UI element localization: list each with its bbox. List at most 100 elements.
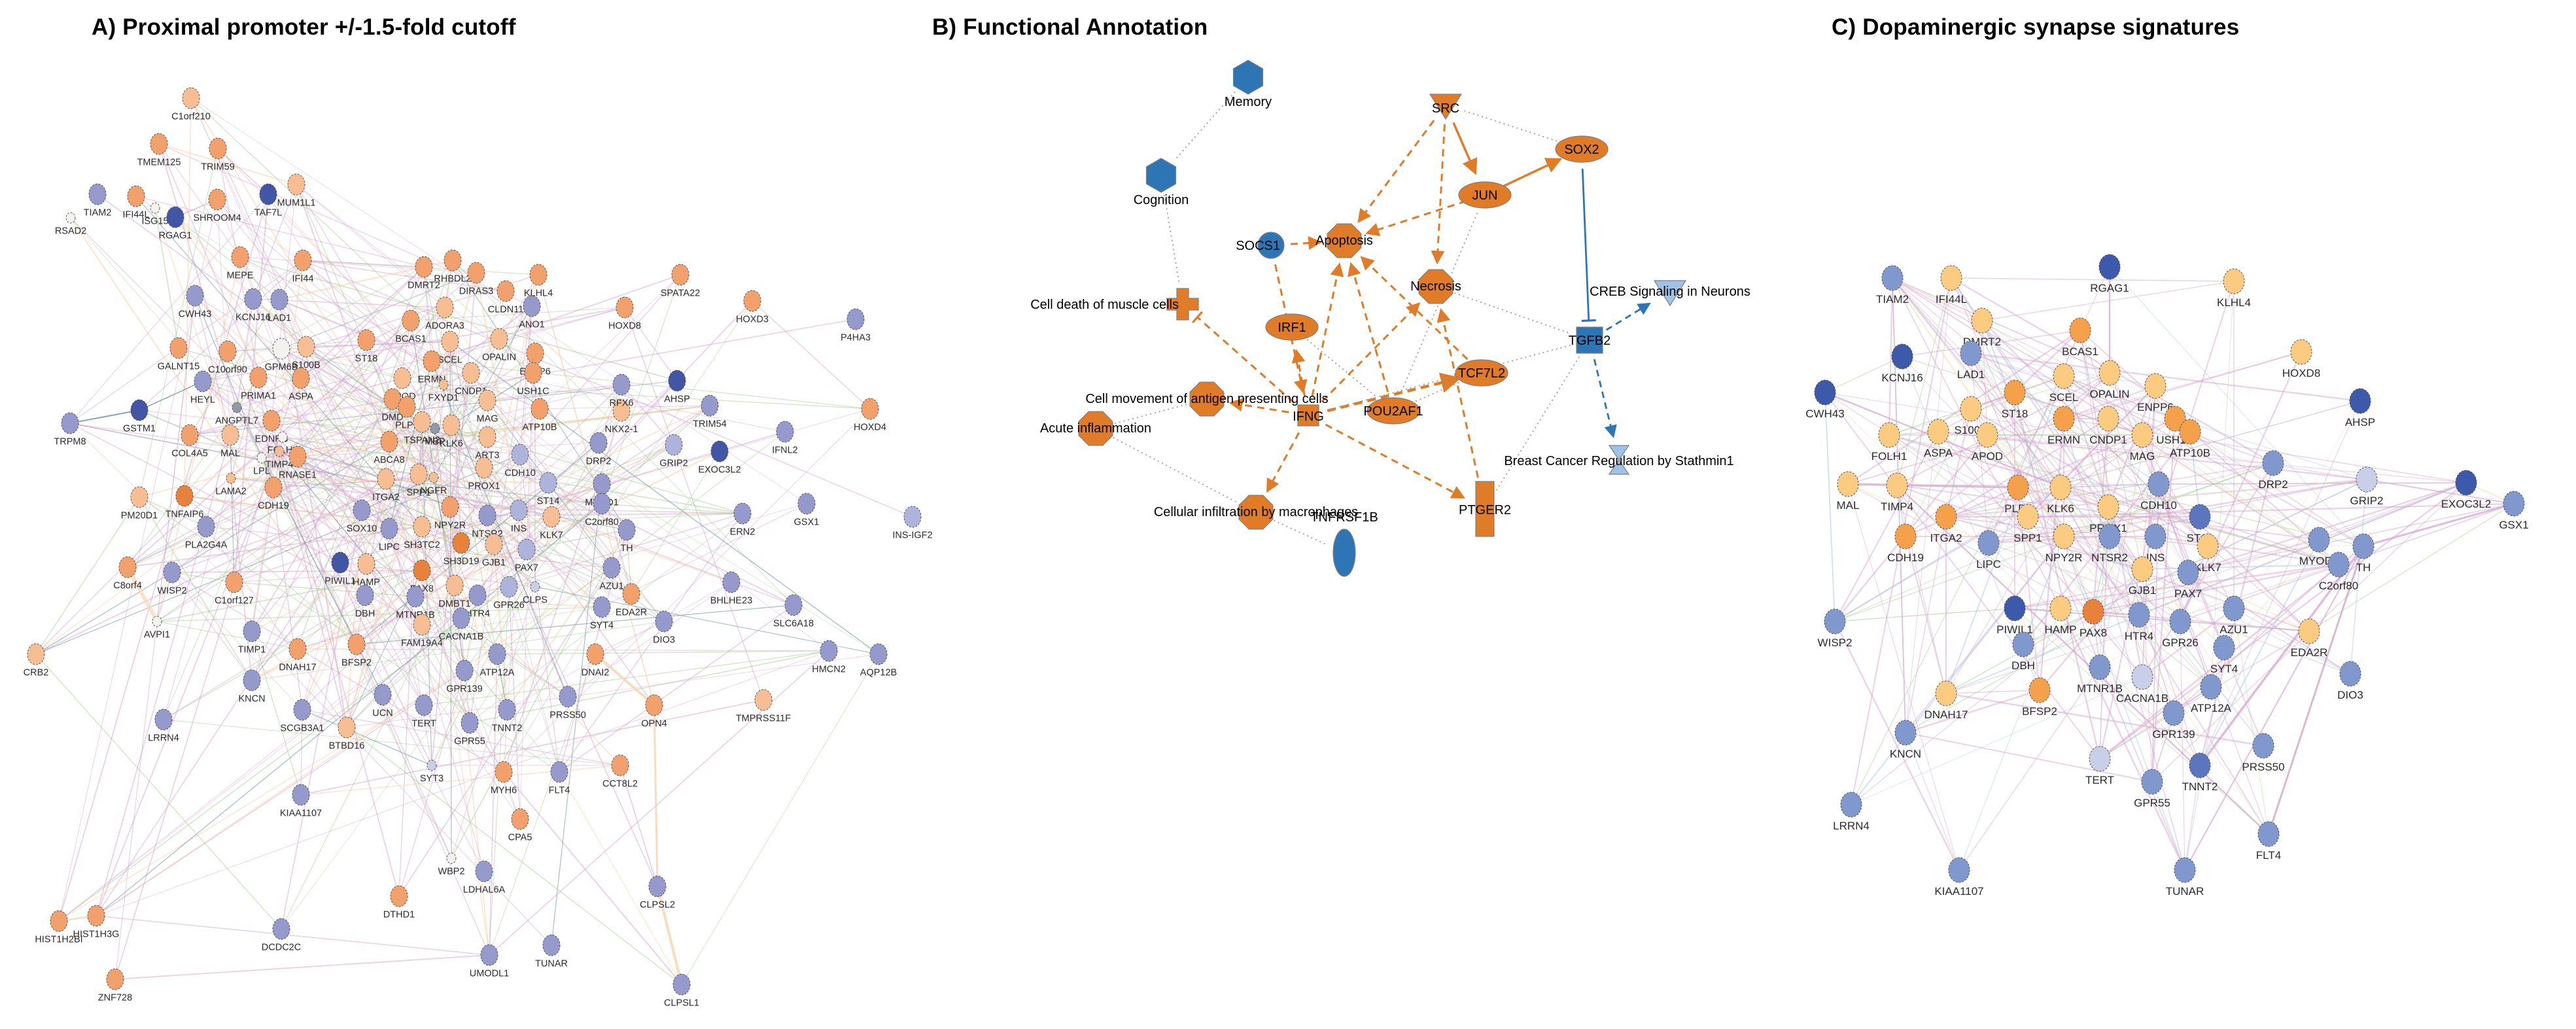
- node-TSPAN2[interactable]: TSPAN2: [404, 411, 440, 446]
- node-BCAS1[interactable]: BCAS1: [2062, 317, 2098, 358]
- node-GPR26[interactable]: GPR26: [493, 576, 525, 611]
- node-OPALIN[interactable]: OPALIN: [482, 328, 516, 363]
- node-EXOC3L2[interactable]: EXOC3L2: [698, 440, 741, 476]
- node-ERN2[interactable]: ERN2: [730, 502, 756, 538]
- node-DMBT1[interactable]: DMBT1: [438, 574, 471, 610]
- node-CDH19[interactable]: CDH19: [258, 476, 289, 512]
- node-TMPRSS11F[interactable]: TMPRSS11F: [736, 689, 791, 724]
- node-FXYD1[interactable]: FXYD1: [428, 379, 459, 404]
- pathway-node-irf1[interactable]: IRF1: [1265, 313, 1319, 341]
- node-TIMP1[interactable]: TIMP1: [238, 620, 266, 655]
- node-TRIM54[interactable]: TRIM54: [693, 394, 727, 430]
- node-IFI44L[interactable]: IFI44L: [122, 185, 150, 220]
- node-PAX7[interactable]: PAX7: [515, 538, 538, 574]
- node-LDHAL6A[interactable]: LDHAL6A: [463, 860, 506, 896]
- node-CDH10[interactable]: CDH10: [2140, 471, 2177, 512]
- node-DMD[interactable]: DMD: [381, 388, 404, 423]
- node-ST18[interactable]: ST18: [2002, 379, 2028, 420]
- node-GPR139[interactable]: GPR139: [446, 659, 483, 695]
- node-DRP2[interactable]: DRP2: [586, 432, 612, 467]
- node-COL4A5[interactable]: COL4A5: [171, 424, 208, 459]
- node-UMODL1[interactable]: UMODL1: [470, 944, 509, 979]
- node-AZU1[interactable]: AZU1: [2219, 595, 2248, 636]
- node-EDA2R[interactable]: EDA2R: [2291, 618, 2328, 659]
- pathway-node-ifng[interactable]: IFNG: [1293, 404, 1324, 427]
- node-GRIP2[interactable]: GRIP2: [659, 434, 688, 469]
- node-SH3TC2[interactable]: SH3TC2: [404, 515, 440, 551]
- node-SPP1[interactable]: SPP1: [2013, 504, 2042, 544]
- node-CDH19[interactable]: CDH19: [1887, 523, 1924, 564]
- pathway-node-src[interactable]: SRC: [1429, 94, 1463, 120]
- node-HAMP[interactable]: HAMP: [353, 553, 380, 588]
- node-GSX1[interactable]: GSX1: [794, 493, 820, 528]
- node-AHSP[interactable]: AHSP: [2345, 388, 2375, 428]
- node-PAX7[interactable]: PAX7: [2174, 559, 2202, 600]
- node-TIAM2[interactable]: TIAM2: [84, 183, 112, 218]
- pathway-node-socs1[interactable]: SOCS1: [1236, 232, 1285, 259]
- node-KCNJ16[interactable]: KCNJ16: [1881, 343, 1923, 384]
- node-LIPC[interactable]: LIPC: [379, 517, 400, 553]
- node-ASPA[interactable]: ASPA: [288, 367, 313, 402]
- node-GJB1[interactable]: GJB1: [2129, 556, 2157, 597]
- node-SH3D19[interactable]: SH3D19: [444, 532, 479, 567]
- pathway-node-pou2af1[interactable]: POU2AF1: [1363, 397, 1423, 425]
- node-TERT[interactable]: TERT: [411, 694, 436, 729]
- node-MAG[interactable]: MAG: [476, 389, 498, 425]
- node-LPL[interactable]: LPL: [253, 452, 270, 477]
- node-IFI44[interactable]: IFI44: [292, 249, 314, 285]
- node-PROX1[interactable]: PROX1: [468, 457, 500, 492]
- node-SYT4[interactable]: SYT4: [2210, 635, 2238, 675]
- node-FLT4[interactable]: FLT4: [2256, 821, 2281, 862]
- node-C1orf127[interactable]: C1orf127: [215, 571, 254, 606]
- node-HOXD3[interactable]: HOXD3: [736, 290, 769, 325]
- node-WISP2[interactable]: WISP2: [1818, 608, 1853, 649]
- node-BHLHE23[interactable]: BHLHE23: [710, 571, 752, 606]
- node-DIO3[interactable]: DIO3: [2337, 661, 2363, 701]
- node-CWH43[interactable]: CWH43: [179, 285, 212, 320]
- node-SHROOM4[interactable]: SHROOM4: [193, 188, 241, 224]
- node-LRRN4[interactable]: LRRN4: [148, 708, 179, 744]
- node-PRIMA1[interactable]: PRIMA1: [241, 366, 276, 402]
- node-ST18[interactable]: ST18: [355, 329, 378, 364]
- node-FAM19A4[interactable]: FAM19A4: [401, 614, 443, 649]
- node-DCDC2C[interactable]: DCDC2C: [262, 918, 301, 953]
- node-EXOC3L2[interactable]: EXOC3L2: [2441, 470, 2492, 510]
- node-DRP2[interactable]: DRP2: [2258, 450, 2288, 491]
- node-HAMP[interactable]: HAMP: [2044, 595, 2077, 636]
- node-TNFAIP6[interactable]: TNFAIP6: [165, 485, 204, 520]
- node-TMEM125[interactable]: TMEM125: [137, 133, 181, 168]
- node-NTSR2[interactable]: NTSR2: [2091, 523, 2128, 564]
- node-C2orf80[interactable]: C2orf80: [2319, 551, 2358, 592]
- node-BCAS1[interactable]: BCAS1: [395, 309, 426, 345]
- node-TERT[interactable]: TERT: [2085, 746, 2114, 786]
- node-EDA2R[interactable]: EDA2R: [616, 583, 647, 618]
- node-SCGB3A1[interactable]: SCGB3A1: [281, 699, 324, 734]
- node-PLP1[interactable]: PLP1: [395, 396, 419, 431]
- node-C1orf210[interactable]: C1orf210: [171, 87, 211, 122]
- node-ERMN[interactable]: ERMN: [2047, 406, 2080, 446]
- node-HTR4[interactable]: HTR4: [2125, 602, 2153, 642]
- node-CLDN11[interactable]: CLDN11: [488, 280, 524, 315]
- pathway-node-cellmove[interactable]: Cell movement of antigen presenting cell…: [1085, 381, 1329, 417]
- node-ANO1[interactable]: ANO1: [519, 295, 545, 330]
- node-TIMP4[interactable]: TIMP4: [1881, 472, 1913, 513]
- node-HOXD8[interactable]: HOXD8: [2282, 339, 2321, 379]
- node-GJB1[interactable]: GJB1: [482, 533, 506, 568]
- node-TNNT2[interactable]: TNNT2: [492, 699, 523, 734]
- node-WISP2[interactable]: WISP2: [157, 561, 187, 597]
- node-LAD1[interactable]: LAD1: [268, 288, 291, 324]
- node-HEYL[interactable]: HEYL: [190, 370, 215, 406]
- node-CNDP1[interactable]: CNDP1: [2089, 406, 2127, 446]
- node-DIRAS3[interactable]: DIRAS3: [459, 262, 493, 297]
- node-LAD1[interactable]: LAD1: [1957, 340, 1985, 381]
- node-DNAI2[interactable]: DNAI2: [582, 643, 610, 678]
- node-ATP12A[interactable]: ATP12A: [2191, 674, 2232, 714]
- node-P4HA3[interactable]: P4HA3: [841, 308, 871, 343]
- node-UCN[interactable]: UCN: [372, 684, 393, 719]
- node-HOXD8[interactable]: HOXD8: [608, 296, 641, 332]
- pathway-node-cognition[interactable]: Cognition: [1134, 158, 1189, 207]
- node-KLK6[interactable]: KLK6: [2047, 474, 2074, 515]
- node-ADORA3[interactable]: ADORA3: [425, 296, 464, 332]
- node-KNCN[interactable]: KNCN: [238, 669, 266, 705]
- node-ATP12A[interactable]: ATP12A: [480, 643, 515, 678]
